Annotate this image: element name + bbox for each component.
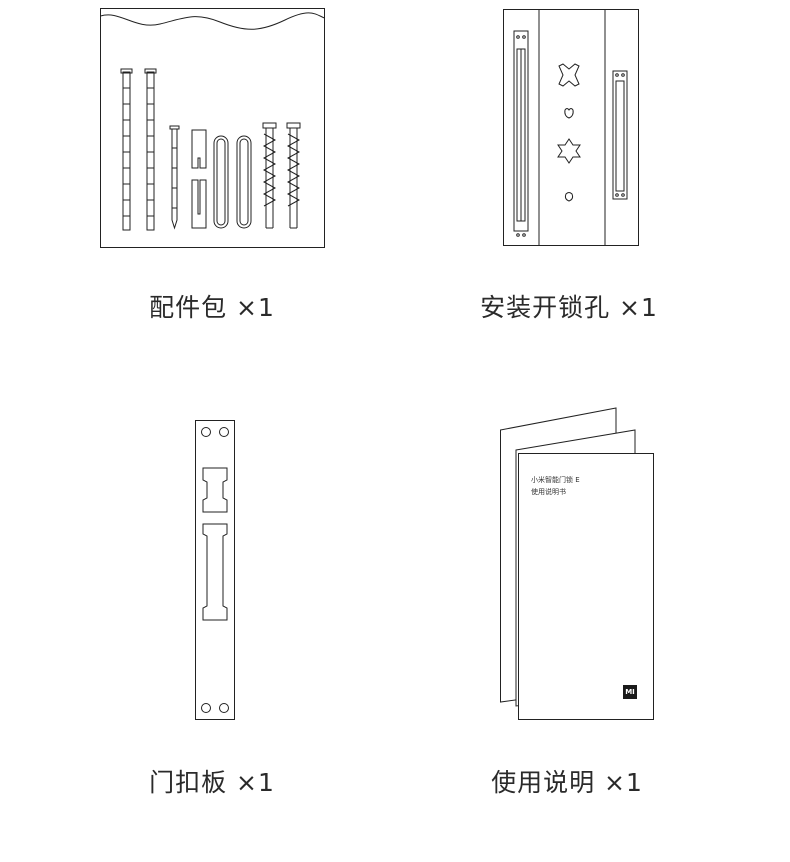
accessory-pack-item: 配件包 ×1	[0, 0, 395, 430]
pin-icon	[191, 129, 207, 229]
strike-plate-icon	[195, 420, 235, 720]
strike-plate-item: 门扣板 ×1	[0, 420, 395, 862]
anchor-icon	[262, 122, 277, 229]
user-manual-label: 使用说明 ×1	[491, 768, 643, 797]
anchor-icon	[286, 122, 301, 229]
user-manual-item: 小米智能门锁 E 使用说明书 MI 使用说明 ×1	[395, 407, 790, 862]
nail-icon	[169, 125, 180, 230]
screw-icon	[120, 68, 133, 231]
mi-logo-icon: MI	[623, 685, 637, 699]
manual-booklet-icon	[500, 406, 660, 726]
installation-template-item: 安装开锁孔 ×1	[395, 0, 790, 430]
drilling-template-icon	[503, 9, 639, 246]
accessory-bag-icon	[100, 8, 325, 248]
strike-plate-label: 门扣板 ×1	[149, 768, 275, 797]
screw-icon	[144, 68, 157, 231]
installation-template-label: 安装开锁孔 ×1	[480, 293, 658, 322]
manual-subtitle: 使用说明书	[531, 488, 566, 496]
manual-title: 小米智能门锁 E	[531, 476, 580, 484]
accessory-pack-label: 配件包 ×1	[149, 293, 275, 322]
